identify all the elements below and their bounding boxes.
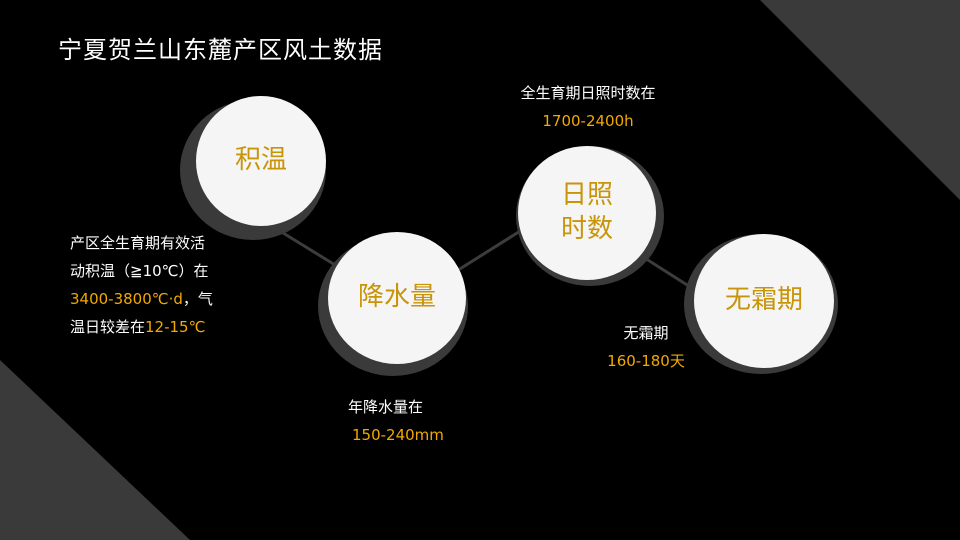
accumulated-temp-desc-line2: 动积温（≧10℃）在: [70, 262, 209, 280]
sunshine-description: 全生育期日照时数在 1700-2400h: [500, 79, 676, 135]
accumulated-temp-node: 积温: [196, 96, 326, 226]
corner-decoration-bottom-left: [0, 360, 190, 540]
accumulated-temp-desc-line3-suffix: ，气: [182, 290, 213, 308]
sunshine-label-line2: 时数: [560, 214, 613, 244]
frost-free-description: 无霜期 160-180天: [596, 319, 696, 375]
accumulated-temp-desc-line1: 产区全生育期有效活: [70, 234, 206, 252]
accumulated-temp-desc-line4: 温日较差在12-15℃: [70, 313, 270, 341]
accumulated-temp-label: 积温: [234, 145, 287, 176]
precipitation-desc-label: 年降水量在: [348, 398, 424, 416]
sunshine-desc-label: 全生育期日照时数在: [520, 84, 656, 102]
accumulated-temp-desc-line4-prefix: 温日较差在: [70, 318, 146, 336]
frost-free-label: 无霜期: [724, 285, 803, 316]
frost-free-node: 无霜期: [694, 234, 834, 368]
precipitation-label: 降水量: [357, 282, 436, 313]
precipitation-desc-value: 150-240mm: [352, 426, 444, 444]
precipitation-description: 年降水量在 150-240mm: [348, 393, 498, 449]
accumulated-temp-description: 产区全生育期有效活 动积温（≧10℃）在 3400-3800℃·d，气 温日较差…: [70, 229, 270, 341]
accumulated-temp-desc-line3: 3400-3800℃·d，气: [70, 285, 270, 313]
diurnal-range-value: 12-15℃: [145, 318, 206, 336]
corner-decoration-top-right: [760, 0, 960, 200]
sunshine-node: 日照 时数: [518, 146, 656, 280]
sunshine-label-line1: 日照: [560, 180, 613, 211]
frost-free-desc-value: 160-180天: [607, 352, 685, 370]
sunshine-desc-value: 1700-2400h: [542, 112, 634, 130]
precipitation-node: 降水量: [328, 232, 466, 364]
accumulated-temp-value: 3400-3800℃·d: [70, 290, 183, 308]
page-title: 宁夏贺兰山东麓产区风土数据: [58, 36, 383, 64]
frost-free-desc-label: 无霜期: [623, 324, 669, 342]
